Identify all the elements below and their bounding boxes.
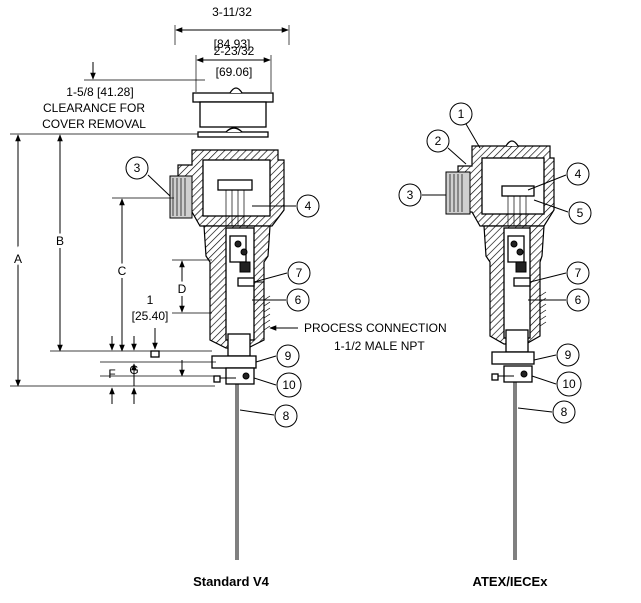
callout-atex-9: 9 [533, 343, 580, 367]
svg-text:10: 10 [562, 377, 576, 391]
overall-width-label: 3-11/32 [212, 5, 252, 19]
svg-text:10: 10 [282, 378, 296, 392]
svg-text:5: 5 [577, 206, 584, 220]
caption-standard: Standard V4 [193, 574, 270, 589]
dim-vertical-set: A B C D 1 [25.40] F G [10, 134, 216, 404]
cover-width-label: 2-23/32 [214, 44, 255, 58]
svg-text:4: 4 [575, 167, 582, 181]
svg-text:4: 4 [305, 199, 312, 213]
svg-text:9: 9 [565, 348, 572, 362]
callout-atex-8: 8 [517, 400, 576, 424]
process-connection-note: PROCESS CONNECTION 1-1/2 MALE NPT [269, 321, 447, 353]
process-line2: 1-1/2 MALE NPT [334, 339, 425, 353]
housing [169, 149, 285, 232]
svg-text:9: 9 [285, 349, 292, 363]
svg-text:8: 8 [283, 409, 290, 423]
svg-text:2: 2 [435, 134, 442, 148]
callout-atex-1: 1 [449, 102, 481, 149]
dim-clearance: 1-5/8 [41.28] CLEARANCE FOR COVER REMOVA… [10, 62, 205, 135]
svg-text:3: 3 [134, 161, 141, 175]
atex-drawing: 1 2 3 4 5 7 6 [398, 102, 592, 560]
clearance-value: 1-5/8 [41.28] [66, 85, 133, 99]
svg-text:7: 7 [296, 266, 303, 280]
cover-width-metric: [69.06] [216, 65, 253, 79]
standard-v4-drawing: 3-11/32 [84.93] 2-23/32 [69.06] 1-5/8 [4… [10, 5, 447, 560]
callout-atex-10: 10 [531, 371, 582, 397]
dim-b: B [56, 234, 64, 248]
svg-text:1: 1 [458, 107, 465, 121]
process-line1: PROCESS CONNECTION [304, 321, 447, 335]
switch-stem [203, 225, 271, 369]
dim-one-inch: 1 [147, 293, 154, 307]
clearance-line1: CLEARANCE FOR [43, 101, 145, 115]
dim-f: F [108, 367, 115, 381]
callout-std-3: 3 [125, 156, 171, 197]
dim-overall-width: 3-11/32 [84.93] [174, 5, 290, 51]
cover-exploded [192, 87, 274, 138]
callout-std-8: 8 [239, 404, 298, 428]
svg-text:6: 6 [295, 293, 302, 307]
svg-text:8: 8 [561, 405, 568, 419]
dim-c: C [118, 264, 127, 278]
svg-text:7: 7 [575, 266, 582, 280]
dim-d: D [178, 282, 187, 296]
atex-pivot-target [491, 365, 533, 560]
callout-std-4: 4 [252, 194, 320, 218]
pivot-target [213, 367, 255, 560]
dim-one-inch-metric: [25.40] [132, 309, 169, 323]
svg-text:6: 6 [575, 293, 582, 307]
callout-atex-5: 5 [533, 199, 592, 225]
callout-atex-4: 4 [527, 162, 590, 191]
callout-std-10: 10 [253, 372, 302, 398]
callout-std-7: 7 [253, 261, 311, 285]
callout-atex-6: 6 [528, 288, 590, 312]
callout-std-9: 9 [255, 344, 300, 368]
atex-stem [483, 225, 547, 365]
dim-g: G [129, 363, 138, 377]
overall-width-metric: [84.93] [214, 37, 251, 51]
callout-std-6: 6 [252, 288, 310, 312]
callout-atex-3: 3 [398, 183, 446, 207]
dim-a: A [14, 252, 22, 266]
caption-atex: ATEX/IECEx [473, 574, 549, 589]
clearance-line2: COVER REMOVAL [42, 117, 146, 131]
svg-text:3: 3 [407, 188, 414, 202]
atex-housing [445, 140, 555, 232]
callout-atex-7: 7 [529, 261, 590, 285]
callout-atex-2: 2 [426, 129, 467, 165]
dim-cover-width: 2-23/32 [69.06] [195, 44, 272, 92]
